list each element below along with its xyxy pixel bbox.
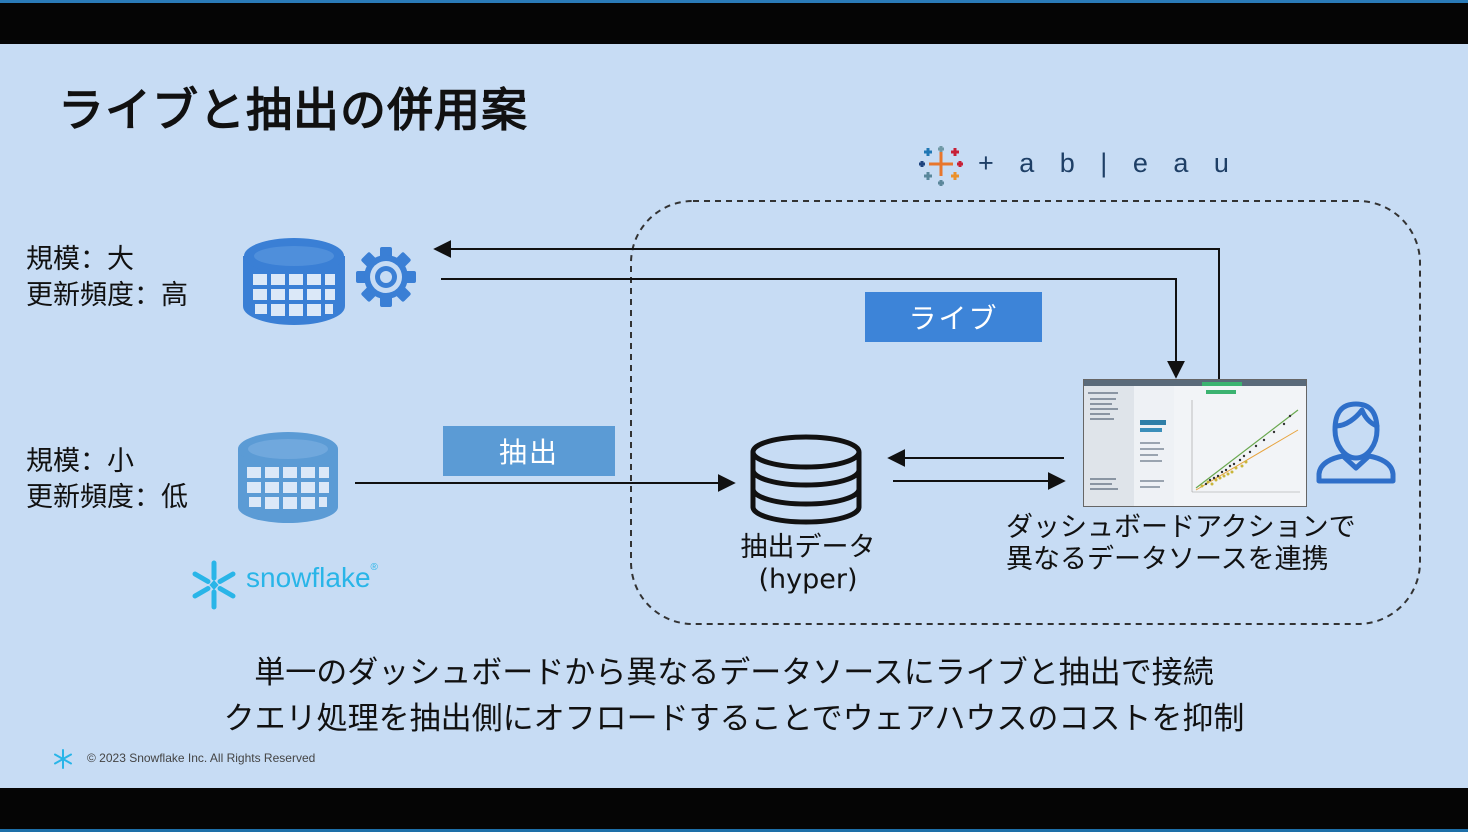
dashboard-thumbnail (1084, 380, 1306, 506)
copyright-text: © 2023 Snowflake Inc. All Rights Reserve… (87, 751, 316, 765)
db-extract-size: 規模：小 (26, 446, 134, 477)
slide-title: ライブと抽出の併用案 (58, 83, 528, 137)
extract-badge: 抽出 (443, 426, 615, 476)
db-live-size: 規模：大 (26, 244, 134, 275)
top-accent-strip (0, 0, 1468, 3)
extract-data-name: 抽出データ (740, 532, 876, 563)
dashboard-caption-line1: ダッシュボードアクションで (1006, 512, 1356, 543)
bottom-accent-strip (0, 829, 1468, 832)
snowflake-small-icon (54, 749, 72, 769)
tableau-logo-icon (919, 146, 963, 186)
video-bottom-bar (0, 788, 1468, 832)
snowflake-wordmark: snowflake® (246, 562, 378, 594)
live-query-arrow (441, 278, 1185, 379)
database-icon (243, 238, 345, 325)
database-icon (238, 432, 338, 523)
gear-icon (356, 247, 416, 307)
extract-data-caption: 抽出データ (hyper) (710, 532, 906, 596)
dashboard-caption-line2: 異なるデータソースを連携 (1006, 544, 1329, 575)
dashboard-caption: ダッシュボードアクションで 異なるデータソースを連携 (1006, 512, 1356, 576)
live-query-arrow-return (433, 240, 1220, 380)
video-top-bar (0, 0, 1468, 44)
db-live-label: 規模：大 更新頻度：高 (26, 242, 188, 314)
db-extract-frequency: 更新頻度：低 (26, 482, 188, 513)
message-line-2: クエリ処理を抽出側にオフロードすることでウェアハウスのコストを抑制 (223, 701, 1245, 737)
db-extract-label: 規模：小 更新頻度：低 (26, 444, 188, 516)
snowflake-logo-icon (192, 560, 236, 610)
message-line-1: 単一のダッシュボードから異なるデータソースにライブと抽出で接続 (254, 655, 1214, 691)
person-icon (1316, 401, 1396, 484)
slide: ライブと抽出の併用案 (0, 44, 1468, 788)
db-live-frequency: 更新頻度：高 (26, 280, 188, 311)
diagram-canvas (54, 146, 1421, 769)
dashboard-screenshot (1083, 379, 1307, 507)
live-badge: ライブ (865, 292, 1042, 342)
extract-data-format: (hyper) (758, 564, 858, 595)
cylinder-database-icon (750, 434, 862, 525)
snowflake-wordmark-text: snowflake (246, 562, 371, 593)
tableau-wordmark: + a b | e a u (978, 148, 1238, 178)
tableau-boundary (630, 200, 1421, 625)
registered-mark: ® (370, 562, 378, 573)
